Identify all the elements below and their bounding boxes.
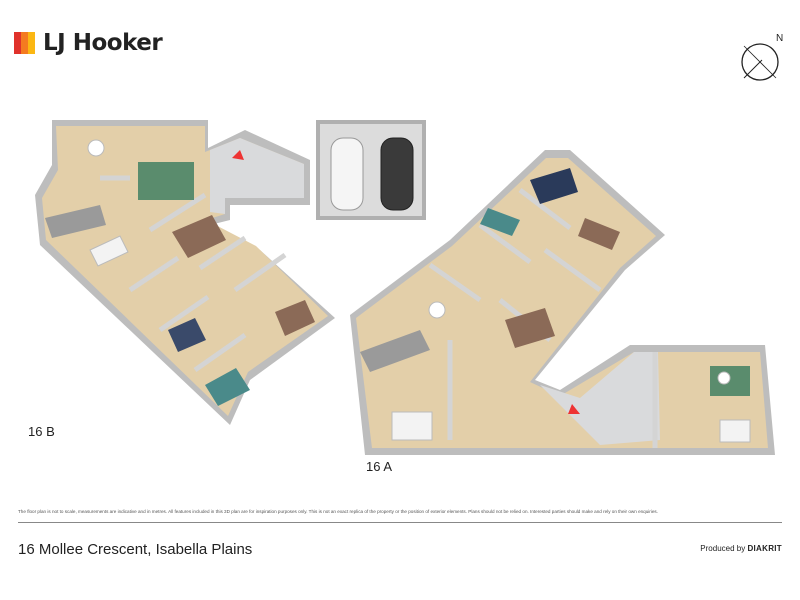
- unit-16b-floorplan: [35, 120, 426, 425]
- floor-plan-image: [35, 120, 775, 455]
- unit-16a-floorplan: [350, 150, 775, 455]
- brand-name: LJ Hooker: [43, 30, 163, 56]
- north-arrow-icon: [741, 43, 779, 81]
- disclaimer-text: The floor plan is not to scale, measurem…: [18, 509, 658, 514]
- logo-mark-icon: [14, 32, 35, 54]
- footer-divider: [18, 522, 782, 523]
- unit-16a-label: 16 A: [366, 459, 393, 474]
- produced-by: Produced by DIAKRIT: [700, 544, 782, 553]
- unit-16b-label: 16 B: [28, 424, 55, 439]
- lj-hooker-logo: LJ Hooker: [14, 30, 163, 56]
- property-address: 16 Mollee Crescent, Isabella Plains: [18, 541, 253, 558]
- compass-north-label: N: [776, 33, 784, 44]
- producer-name: DIAKRIT: [747, 544, 782, 553]
- produced-by-prefix: Produced by: [700, 544, 746, 553]
